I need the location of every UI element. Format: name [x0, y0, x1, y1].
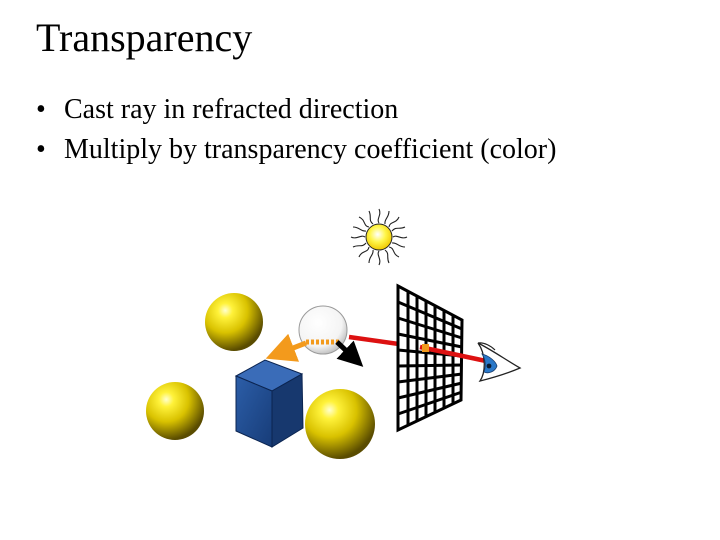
bullet-list: • Cast ray in refracted direction • Multip… — [36, 90, 556, 170]
reflected-ray-arrow — [335, 340, 364, 367]
yellow-sphere — [146, 382, 204, 440]
bullet-dot: • — [36, 94, 46, 125]
primary-ray-eye — [419, 344, 487, 364]
yellow-sphere — [305, 389, 375, 459]
bullet-text: Cast ray in refracted direction — [64, 94, 399, 125]
bullet-item: • Cast ray in refracted direction — [36, 90, 556, 130]
sun-icon — [350, 208, 408, 266]
bullet-dot: • — [36, 134, 46, 165]
bullet-text: Multiply by transparency coefficient (co… — [64, 134, 557, 165]
slide-title: Transparency — [36, 15, 253, 60]
yellow-sphere — [205, 293, 263, 351]
refracted-ray-arrow — [265, 333, 307, 362]
blue-cube — [234, 359, 304, 448]
pixel-highlight — [422, 344, 429, 352]
bullet-item: • Multiply by transparency coefficient (c… — [36, 130, 556, 170]
eye-icon — [477, 342, 522, 383]
image-grid — [396, 283, 464, 433]
